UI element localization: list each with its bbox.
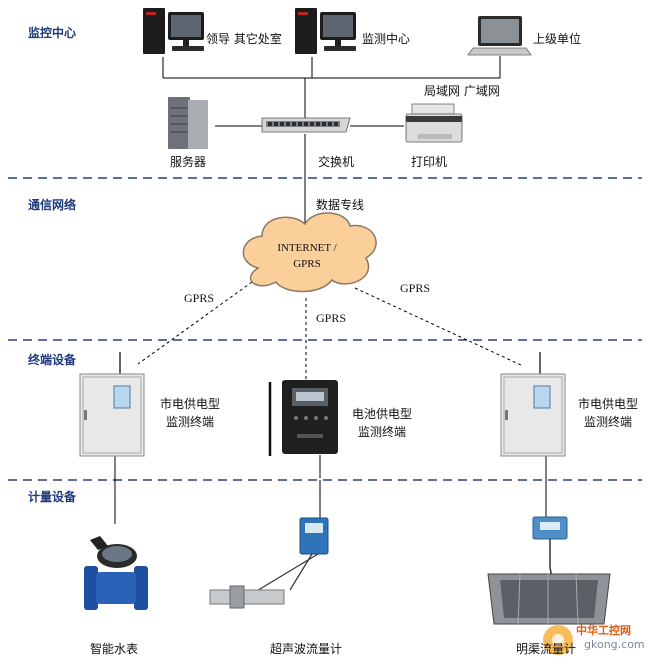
- terminal-center-label-line1: 电池供电型: [352, 407, 413, 421]
- mains-terminal-cabinet-icon: [79, 352, 145, 457]
- terminal-center-label-line2: 监测终端: [358, 425, 407, 439]
- section-label-monitoring-center: 监控中心: [28, 26, 77, 40]
- desktop-pc-icon: [143, 8, 204, 54]
- laptop-superior-label: 上级单位: [533, 32, 582, 46]
- lan-wan-label: 局域网 广域网: [424, 84, 500, 98]
- ultrasonic-flow-meter-icon: [209, 517, 329, 609]
- gprs-left-label: GPRS: [184, 291, 215, 305]
- switch-label: 交换机: [318, 155, 355, 169]
- watermark-gear-icon: [543, 625, 573, 655]
- mains-terminal-cabinet-icon: [500, 352, 566, 457]
- cloud-label-line1: INTERNET /: [277, 242, 337, 254]
- gprs-center-label: GPRS: [316, 311, 347, 325]
- gprs-links: [137, 281, 524, 380]
- section-label-metering-devices: 计量设备: [28, 490, 77, 504]
- server-label: 服务器: [170, 155, 207, 169]
- section-label-terminal-devices: 终端设备: [28, 353, 77, 367]
- server-icon: [168, 97, 208, 149]
- channel-meter-label: 明渠流量计: [516, 642, 577, 656]
- lan-connection-lines: [162, 56, 501, 232]
- smart-water-meter-icon: [84, 536, 148, 610]
- watermark-domain: gkong.com: [584, 638, 645, 651]
- gprs-right-label: GPRS: [400, 281, 431, 295]
- open-channel-flow-meter-icon: [487, 516, 611, 625]
- water-meter-label: 智能水表: [90, 642, 139, 656]
- cloud-label-line2: GPRS: [293, 258, 321, 270]
- pc-monitor-label: 监测中心: [362, 32, 411, 46]
- terminal-left-label-line2: 监测终端: [166, 415, 215, 429]
- pc-leader-label: 领导 其它处室: [206, 32, 282, 46]
- terminal-right-label-line1: 市电供电型: [578, 397, 639, 411]
- internet-cloud-icon: [242, 212, 377, 293]
- ultrasonic-meter-label: 超声波流量计: [270, 642, 343, 656]
- data-line-label: 数据专线: [316, 198, 365, 212]
- section-label-communication-network: 通信网络: [28, 198, 77, 212]
- printer-label: 打印机: [411, 155, 448, 169]
- desktop-pc-icon: [295, 8, 356, 54]
- printer-icon: [405, 103, 463, 143]
- terminal-left-label-line1: 市电供电型: [160, 397, 221, 411]
- network-switch-icon: [261, 117, 351, 133]
- meter-links: [114, 455, 547, 524]
- battery-terminal-icon: [268, 380, 338, 456]
- watermark-title: 中华工控网: [576, 624, 631, 637]
- laptop-icon: [467, 16, 532, 56]
- terminal-right-label-line2: 监测终端: [584, 415, 633, 429]
